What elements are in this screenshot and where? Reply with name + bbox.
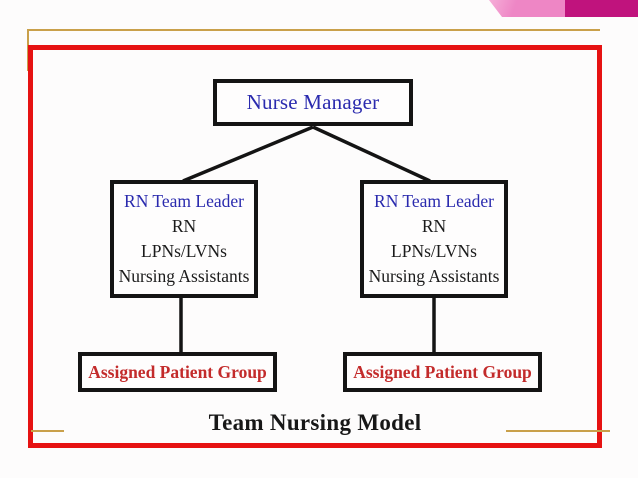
connector-manager-to-left-team <box>182 125 314 183</box>
team-leader-heading: RN Team Leader <box>374 191 494 212</box>
node-team-leader-right: RN Team Leader RN LPNs/LVNs Nursing Assi… <box>360 180 508 298</box>
team-member-lpns: LPNs/LVNs <box>391 241 477 262</box>
team-member-assistants: Nursing Assistants <box>368 265 500 286</box>
team-member-rn: RN <box>421 216 447 237</box>
node-nurse-manager: Nurse Manager <box>213 79 413 126</box>
node-patient-group-left: Assigned Patient Group <box>78 352 277 392</box>
gold-border-bottom-left-line <box>31 430 64 432</box>
diagram-red-frame <box>28 45 602 448</box>
gold-border-top-line <box>27 29 600 31</box>
slide-title: Team Nursing Model <box>208 410 422 435</box>
team-member-lpns: LPNs/LVNs <box>141 241 227 262</box>
corner-accent-light-shape <box>489 0 577 17</box>
patient-group-label: Assigned Patient Group <box>353 361 532 382</box>
connector-manager-to-right-team <box>312 125 431 183</box>
corner-accent-dark-shape <box>565 0 638 17</box>
team-leader-heading: RN Team Leader <box>124 191 244 212</box>
node-patient-group-right: Assigned Patient Group <box>343 352 542 392</box>
node-team-leader-left: RN Team Leader RN LPNs/LVNs Nursing Assi… <box>110 180 258 298</box>
gold-border-bottom-right-line <box>506 430 610 432</box>
team-member-rn: RN <box>171 216 197 237</box>
nurse-manager-label: Nurse Manager <box>246 90 380 114</box>
patient-group-label: Assigned Patient Group <box>88 361 267 382</box>
team-member-assistants: Nursing Assistants <box>118 265 250 286</box>
